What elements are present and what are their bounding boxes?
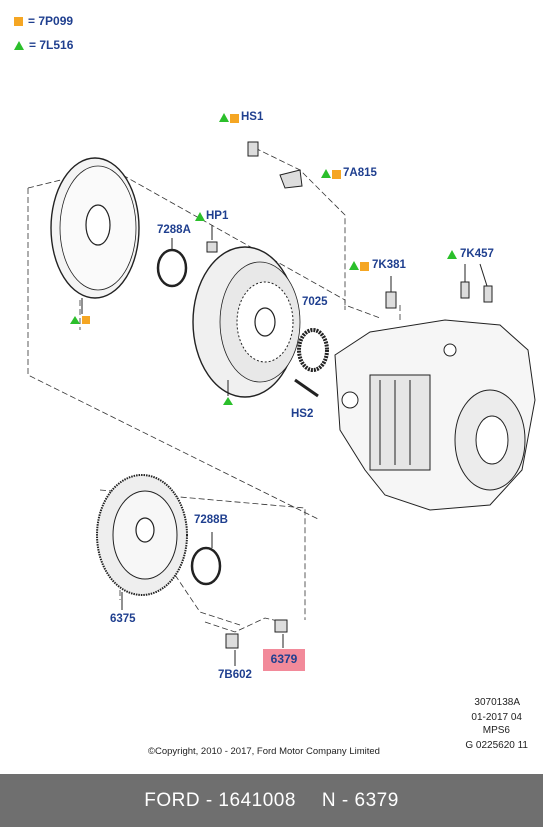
part-label-hs1: HS1	[241, 111, 264, 123]
torque-converter	[192, 246, 301, 398]
part-label-7b602: 7B602	[218, 669, 252, 681]
part-label-7k381: 7K381	[372, 259, 406, 271]
part-label-7288b: 7288B	[194, 514, 228, 526]
green-triangle-icon	[349, 261, 359, 270]
orange-square-icon	[14, 16, 23, 26]
reference-line-2: 01-2017 04	[471, 712, 522, 723]
part-label-7a815: 7A815	[343, 167, 377, 179]
copyright-text: ©Copyright, 2010 - 2017, Ford Motor Comp…	[148, 746, 380, 757]
orange-square-icon	[360, 262, 369, 271]
green-triangle-icon	[321, 169, 331, 178]
highlight-box	[263, 649, 305, 671]
transmission-case	[334, 319, 536, 511]
reference-line-3: MPS6	[482, 725, 510, 736]
legend-text: = 7L516	[29, 38, 74, 52]
part-label-7k457: 7K457	[460, 248, 494, 260]
part-label-hs2: HS2	[291, 408, 314, 420]
part-label-hp1: HP1	[206, 210, 229, 222]
reference-line-4: G 0225620 11	[465, 740, 528, 751]
reference-line-1: 3070138A	[474, 697, 520, 708]
legend-row-7l516: = 7L516	[14, 38, 73, 52]
part-label-6379[interactable]: 6379	[270, 652, 298, 666]
orange-square-icon	[332, 170, 341, 179]
part-label-7288a: 7288A	[157, 224, 191, 236]
orange-square-icon	[230, 114, 239, 123]
green-triangle-icon	[219, 113, 229, 122]
flexplate-disc	[50, 157, 140, 299]
flywheel	[96, 474, 188, 596]
green-triangle-icon	[195, 212, 205, 221]
legend-row-7p099: = 7P099	[14, 14, 73, 28]
part-label-7025: 7025	[302, 296, 328, 308]
legend-text: = 7P099	[28, 14, 74, 28]
footer-part-number: FORD - 1641008	[144, 789, 296, 811]
footer-bar: FORD - 1641008 N - 6379	[0, 774, 543, 827]
green-triangle-icon	[447, 250, 457, 259]
green-triangle-icon	[14, 40, 24, 50]
part-label-6375: 6375	[110, 613, 136, 625]
footer-reference: N - 6379	[321, 789, 399, 811]
